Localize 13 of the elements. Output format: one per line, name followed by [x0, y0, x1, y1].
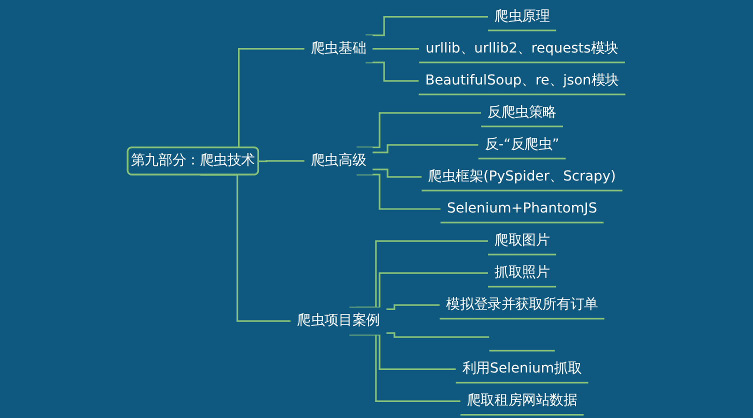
connector	[386, 304, 440, 310]
connector	[349, 240, 488, 308]
connector	[258, 160, 304, 162]
connector	[366, 16, 488, 36]
connector	[386, 332, 490, 338]
connector	[349, 334, 460, 402]
connector	[356, 112, 482, 148]
connector	[372, 144, 478, 154]
connector	[372, 168, 422, 178]
connector	[356, 174, 440, 210]
connector	[372, 48, 420, 50]
connector	[366, 62, 419, 82]
connector	[356, 272, 488, 308]
